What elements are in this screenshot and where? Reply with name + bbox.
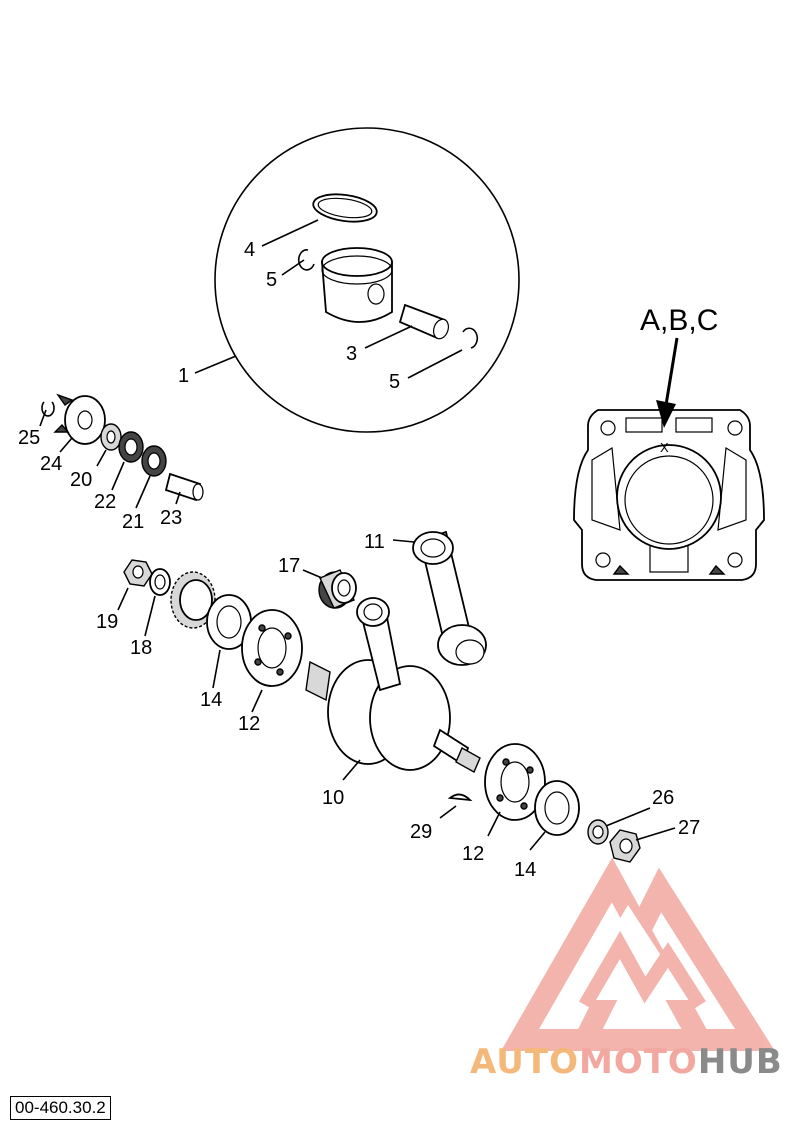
callout-18: 18 bbox=[130, 637, 152, 659]
oil-pump-drive-group bbox=[39, 393, 204, 509]
cylinder-mark: X bbox=[660, 440, 669, 455]
callout-1: 1 bbox=[178, 365, 189, 387]
callout-22: 22 bbox=[94, 491, 116, 513]
callout-19: 19 bbox=[96, 611, 118, 633]
callout-5-top: 5 bbox=[266, 269, 277, 291]
watermark-logo-icon bbox=[500, 857, 775, 1051]
callout-26: 26 bbox=[652, 787, 674, 809]
callout-21: 21 bbox=[122, 511, 144, 533]
callout-10: 10 bbox=[322, 787, 344, 809]
watermark-part-moto: MOTO bbox=[578, 1042, 698, 1082]
callout-4: 4 bbox=[244, 239, 255, 261]
crank-right-parts bbox=[439, 743, 676, 863]
callout-3: 3 bbox=[346, 343, 357, 365]
callout-14-right: 14 bbox=[514, 859, 536, 881]
document-reference: 00-460.30.2 bbox=[10, 1096, 111, 1120]
callout-11: 11 bbox=[364, 531, 385, 553]
watermark-part-auto: AUTO bbox=[470, 1042, 579, 1082]
callout-17: 17 bbox=[278, 555, 300, 577]
callout-24: 24 bbox=[40, 453, 62, 475]
callout-25: 25 bbox=[18, 427, 40, 449]
callout-12-left: 12 bbox=[238, 713, 260, 735]
cylinder-base-gasket bbox=[573, 409, 765, 581]
callout-29: 29 bbox=[410, 821, 432, 843]
callout-14-left: 14 bbox=[200, 689, 222, 711]
piston-group bbox=[194, 127, 520, 433]
crankshaft-10 bbox=[305, 597, 481, 781]
callout-23: 23 bbox=[160, 507, 182, 529]
crank-left-parts bbox=[117, 559, 303, 713]
callout-27: 27 bbox=[678, 817, 700, 839]
needle-bearing-17 bbox=[302, 569, 357, 609]
callout-12-right: 12 bbox=[462, 843, 484, 865]
watermark-part-hub: HUB bbox=[697, 1042, 783, 1082]
cylinder-marker-label: A,B,C bbox=[640, 304, 718, 337]
callout-20: 20 bbox=[70, 469, 92, 491]
callout-5-bottom: 5 bbox=[389, 371, 400, 393]
watermark-text: AUTOMOTOHUB bbox=[470, 1042, 783, 1082]
connecting-rod-11 bbox=[392, 530, 487, 666]
cylinder-marker-arrow-icon bbox=[656, 337, 679, 428]
